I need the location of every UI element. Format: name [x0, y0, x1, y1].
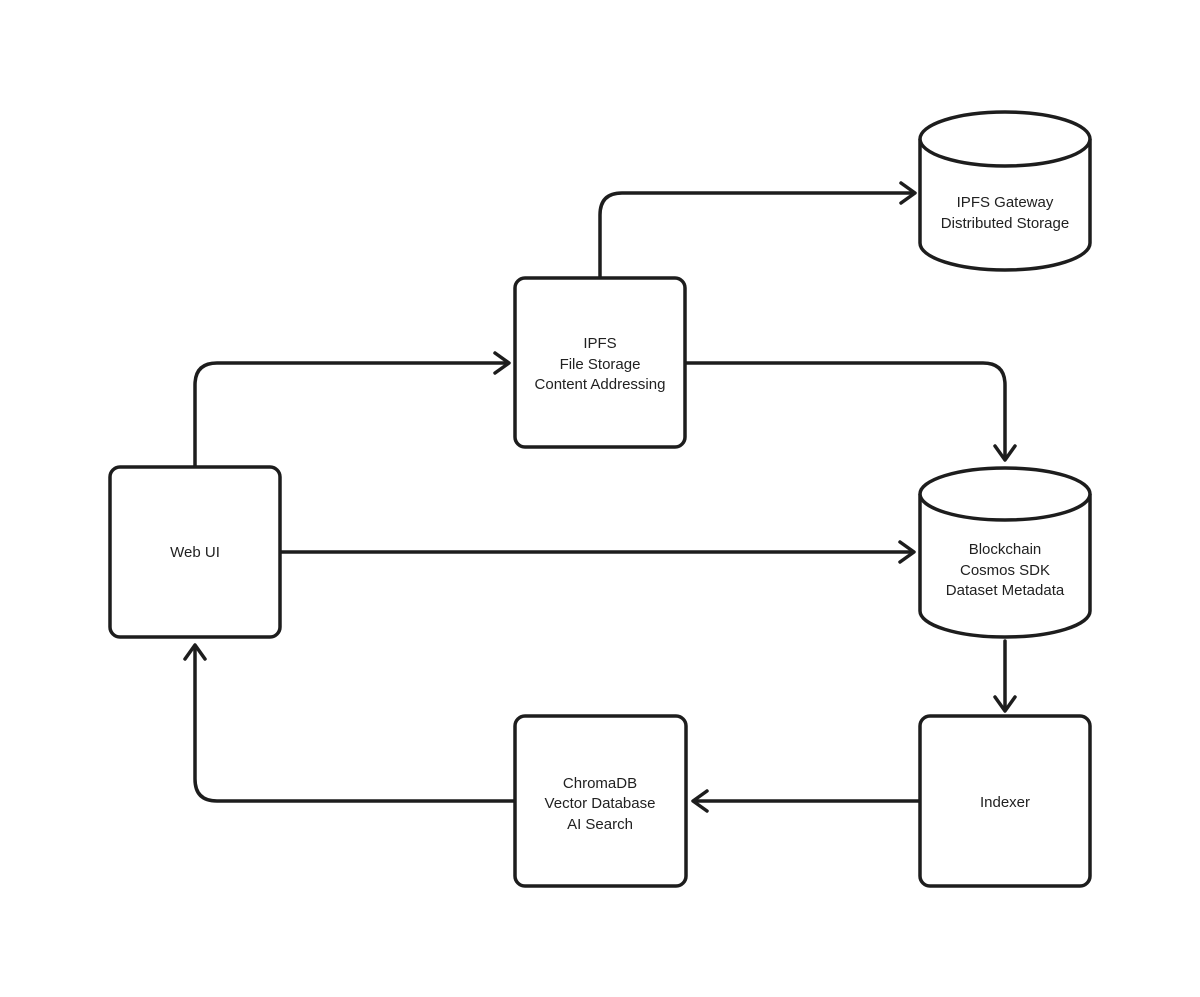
edge-ipfs-to-gateway-line	[598, 191, 913, 280]
edge-ipfs-to-gateway	[598, 181, 917, 280]
edge-indexer-to-chromadb	[691, 789, 922, 813]
arrowhead-right-icon	[899, 181, 917, 205]
arrowhead-up-icon	[183, 643, 207, 661]
edge-webui-to-blockchain	[278, 540, 916, 564]
blockchain-label-line2: Cosmos SDK	[960, 562, 1050, 579]
blockchain-label-line1: Blockchain	[969, 541, 1042, 558]
node-blockchain: Blockchain Cosmos SDK Dataset Metadata	[918, 466, 1092, 639]
node-ipfs: IPFS File Storage Content Addressing	[513, 276, 687, 449]
edge-ipfs-to-blockchain	[683, 361, 1017, 462]
node-chromadb: ChromaDB Vector Database AI Search	[513, 714, 688, 888]
chromadb-box	[513, 714, 688, 888]
node-indexer: Indexer	[918, 714, 1092, 888]
arrowhead-left-icon	[691, 789, 709, 813]
chromadb-label-line1: ChromaDB	[563, 775, 637, 792]
ipfs-label-line2: File Storage	[560, 356, 641, 373]
node-web-ui: Web UI	[108, 465, 282, 639]
blockchain-label-line3: Dataset Metadata	[946, 582, 1065, 599]
edge-ipfs-to-blockchain-line	[683, 361, 1007, 458]
ipfs-label-line1: IPFS	[583, 335, 616, 352]
ipfs-gateway-label-line2: Distributed Storage	[941, 215, 1069, 232]
web-ui-label: Web UI	[170, 544, 220, 561]
edge-chromadb-to-webui-line	[193, 647, 517, 803]
node-ipfs-gateway: IPFS Gateway Distributed Storage	[918, 110, 1092, 272]
indexer-label: Indexer	[980, 794, 1030, 811]
edge-blockchain-to-indexer	[993, 639, 1017, 713]
ipfs-gateway-cylinder-body	[918, 139, 1092, 272]
blockchain-cylinder-top	[918, 466, 1092, 522]
arrowhead-right-icon	[898, 540, 916, 564]
chromadb-label-line3: AI Search	[567, 816, 633, 833]
ipfs-gateway-cylinder-top	[918, 110, 1092, 168]
chromadb-label-line2: Vector Database	[545, 795, 656, 812]
ipfs-label-line3: Content Addressing	[535, 376, 666, 393]
ipfs-box	[513, 276, 687, 449]
web-ui-box	[108, 465, 282, 639]
arrowhead-down-icon	[993, 695, 1017, 713]
edge-webui-to-ipfs	[193, 351, 511, 469]
blockchain-cylinder-body	[918, 494, 1092, 639]
edge-chromadb-to-webui	[183, 643, 517, 803]
indexer-box	[918, 714, 1092, 888]
ipfs-gateway-label-line1: IPFS Gateway	[957, 194, 1054, 211]
arrowhead-down-icon	[993, 444, 1017, 462]
arrowhead-right-icon	[493, 351, 511, 375]
edge-webui-to-ipfs-line	[193, 361, 507, 469]
